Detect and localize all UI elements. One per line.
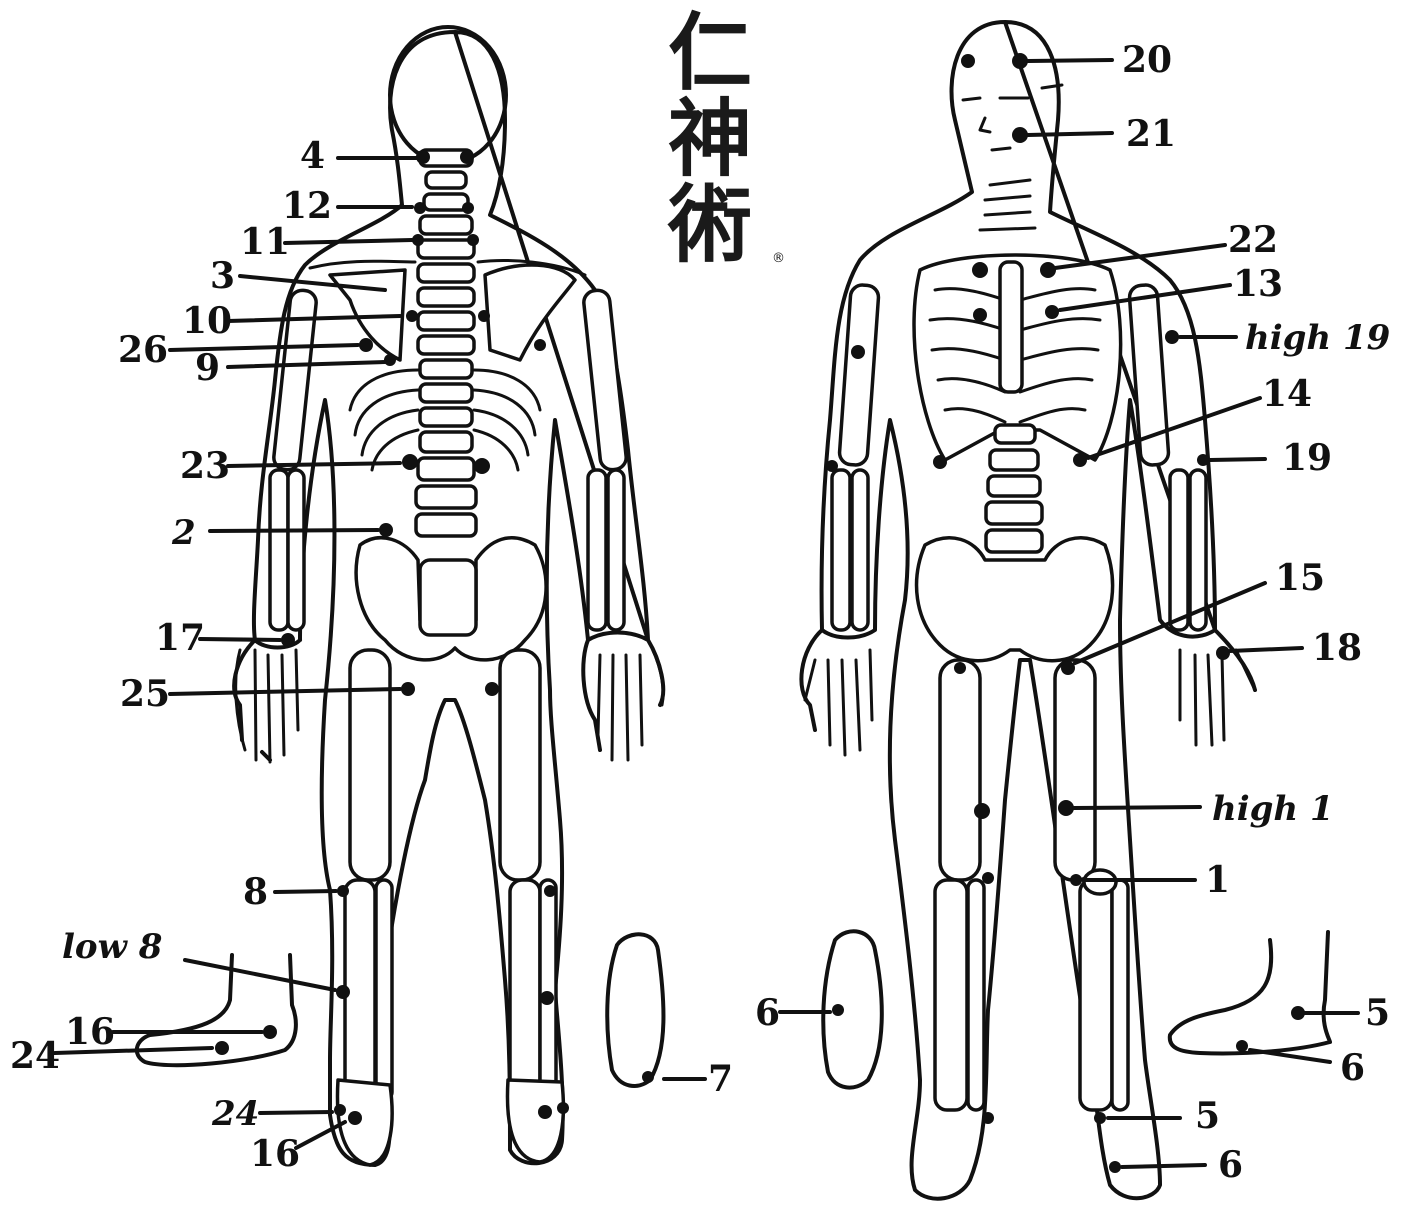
label-23: 23 bbox=[180, 445, 230, 487]
label-2: 2 bbox=[171, 513, 196, 553]
front-sole bbox=[823, 931, 882, 1087]
front-view-figure: 20 21 22 13 high 19 14 19 15 18 high 1 1… bbox=[755, 22, 1390, 1199]
label-1: 1 bbox=[1205, 859, 1230, 901]
label-24a: 24 bbox=[10, 1035, 60, 1077]
back-heel-right bbox=[507, 1080, 563, 1162]
label-14: 14 bbox=[1262, 373, 1312, 415]
label-21: 21 bbox=[1126, 113, 1176, 155]
label-7: 7 bbox=[708, 1058, 733, 1100]
label-26: 26 bbox=[118, 329, 168, 371]
registered-mark: ® bbox=[772, 251, 785, 266]
logo-char-1: 仁 bbox=[668, 3, 752, 102]
back-scapula-right bbox=[485, 265, 575, 360]
label-6b: 6 bbox=[1340, 1047, 1365, 1089]
logo-char-2: 神 bbox=[668, 89, 752, 188]
front-neck bbox=[980, 180, 1035, 230]
label-high-19: high 19 bbox=[1245, 318, 1390, 358]
back-hand-right bbox=[598, 648, 663, 760]
front-pelvis bbox=[917, 538, 1113, 661]
back-sacrum bbox=[420, 560, 476, 635]
label-24b: 24 bbox=[211, 1094, 259, 1134]
label-13: 13 bbox=[1233, 263, 1283, 305]
front-side-foot bbox=[1170, 932, 1330, 1053]
label-25: 25 bbox=[120, 673, 170, 715]
label-22: 22 bbox=[1228, 219, 1278, 261]
label-6a: 6 bbox=[755, 992, 780, 1034]
front-hand-left bbox=[805, 650, 872, 755]
label-8: 8 bbox=[243, 871, 268, 913]
label-low-8: low 8 bbox=[62, 927, 162, 967]
label-9: 9 bbox=[195, 347, 220, 389]
back-view-figure: 4 12 11 3 10 26 9 23 2 17 25 8 low 8 16 … bbox=[10, 27, 733, 1175]
label-18: 18 bbox=[1312, 627, 1362, 669]
back-hand-left bbox=[236, 650, 298, 762]
label-3: 3 bbox=[210, 255, 235, 297]
logo: 仁 神 術 ® bbox=[667, 3, 785, 274]
label-5a: 5 bbox=[1365, 992, 1390, 1034]
label-4: 4 bbox=[300, 135, 325, 177]
label-16b: 16 bbox=[250, 1133, 300, 1175]
back-leg-bones bbox=[345, 650, 556, 1100]
label-20: 20 bbox=[1122, 39, 1172, 81]
front-sternum bbox=[1000, 262, 1022, 392]
logo-char-3: 術 bbox=[667, 175, 752, 274]
label-6c: 6 bbox=[1218, 1144, 1243, 1186]
label-high-1: high 1 bbox=[1212, 789, 1334, 829]
label-11: 11 bbox=[240, 221, 290, 263]
label-17: 17 bbox=[155, 617, 205, 659]
back-sole bbox=[607, 934, 663, 1086]
label-10: 10 bbox=[182, 300, 232, 342]
label-5b: 5 bbox=[1195, 1095, 1220, 1137]
front-hand-right bbox=[1180, 650, 1255, 745]
label-16a: 16 bbox=[65, 1011, 115, 1053]
front-lumbar bbox=[986, 425, 1042, 552]
label-19: 19 bbox=[1282, 437, 1332, 479]
label-15: 15 bbox=[1275, 557, 1325, 599]
back-head bbox=[390, 27, 506, 163]
